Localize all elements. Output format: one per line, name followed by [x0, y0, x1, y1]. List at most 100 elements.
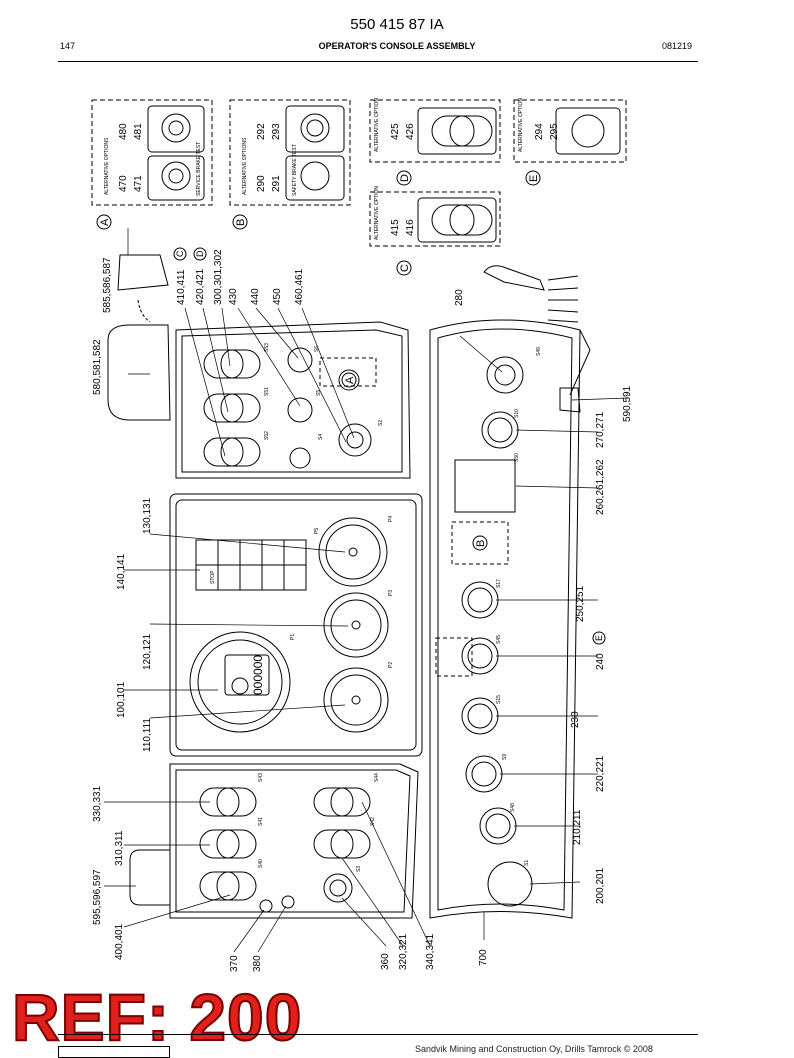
label-s51: S51 [264, 387, 270, 396]
service-brake-label: SERVICE BRAKE TEST [196, 142, 202, 196]
callout-120: 120,121 [142, 633, 153, 670]
label-p3: P3 [388, 590, 394, 596]
callout-580: 580,581,582 [92, 339, 103, 395]
upper-switch-panel [175, 321, 411, 479]
label-s45: S45 [496, 635, 502, 644]
callout-340: 340,341 [425, 933, 436, 970]
label-s43: S43 [258, 773, 264, 782]
label-s10: S10 [514, 409, 520, 418]
ref-stamp: REF: 200 [11, 980, 303, 1054]
option-b-292: 292 [256, 123, 267, 140]
label-s4: S4 [318, 434, 324, 440]
label-s49: S49 [536, 347, 542, 356]
label-s6: S6 [314, 346, 320, 352]
letter-a: A [99, 218, 111, 226]
callout-360: 360 [380, 953, 391, 970]
option-box-e [513, 99, 627, 163]
label-s44: S44 [374, 773, 380, 782]
letter-e-panel: E [594, 635, 604, 641]
label-p2: P2 [388, 662, 394, 668]
option-box-c [369, 191, 501, 247]
option-b-290: 290 [256, 175, 267, 192]
option-e-295: 295 [549, 123, 560, 140]
label-p1: P1 [290, 634, 296, 640]
callout-230: 230 [570, 711, 581, 728]
letter-d: D [399, 174, 411, 182]
callout-380: 380 [252, 955, 263, 972]
letter-d-top: D [195, 250, 205, 257]
label-s42: S42 [370, 817, 376, 826]
callout-440: 440 [250, 288, 261, 305]
callout-370: 370 [229, 955, 240, 972]
callout-400: 400,401 [114, 923, 125, 960]
label-s17: S17 [496, 579, 502, 588]
label-s9: S9 [502, 754, 508, 760]
callout-460: 460,461 [294, 268, 305, 305]
label-s3: S3 [356, 866, 362, 872]
label-s50: S50 [514, 453, 520, 462]
letter-b: B [235, 219, 247, 226]
callout-220: 220,221 [595, 755, 606, 792]
option-box-d [369, 99, 501, 163]
option-c-416: 416 [405, 219, 416, 236]
option-a-470: 470 [118, 175, 129, 192]
label-s53: S53 [264, 343, 270, 352]
callout-210: 210,211 [572, 809, 583, 845]
right-panel [429, 319, 581, 919]
option-box-b [229, 99, 351, 206]
label-s1: S1 [524, 860, 530, 866]
option-e-294: 294 [534, 123, 545, 140]
letter-a-panel: A [344, 376, 356, 384]
label-s5: S5 [316, 390, 322, 396]
option-d-425: 425 [390, 123, 401, 140]
alt-option-e: ALTERNATIVE OPTION [518, 98, 524, 152]
callout-590: 590,591 [622, 385, 633, 422]
option-box-a [91, 99, 213, 206]
option-a-481: 481 [133, 123, 144, 140]
alt-option-c: ALTERNATIVE OPTION [374, 186, 380, 240]
callout-430: 430 [228, 288, 239, 305]
callout-585: 585,586,587 [102, 257, 113, 313]
option-d-426: 426 [405, 123, 416, 140]
label-p5: P5 [314, 528, 320, 534]
callout-280: 280 [454, 289, 465, 306]
alt-option-d: ALTERNATIVE OPTION [374, 98, 380, 152]
label-stop: STOP [210, 570, 216, 584]
callout-110: 110,111 [142, 718, 153, 752]
callout-330: 330,331 [92, 785, 103, 822]
option-a-480: 480 [118, 123, 129, 140]
callout-450: 450 [272, 288, 283, 305]
page-title: OPERATOR'S CONSOLE ASSEMBLY [318, 41, 476, 51]
date-code: 081219 [662, 41, 693, 51]
alt-options-a: ALTERNATIVE OPTIONS [104, 137, 110, 195]
callout-310: 310,311 [114, 830, 125, 866]
alt-options-b: ALTERNATIVE OPTIONS [242, 137, 248, 195]
safety-brake-label: SAFETY BRAKE TEST [292, 144, 298, 196]
callout-420: 420,421 [195, 268, 206, 305]
hour-counter-display: 000000 [251, 655, 265, 695]
option-b-293: 293 [271, 123, 282, 140]
letter-c: C [399, 264, 411, 272]
callout-260: 260,261,262 [595, 459, 606, 515]
option-b-291: 291 [271, 175, 282, 192]
label-s2: S2 [378, 420, 384, 426]
callout-700: 700 [478, 949, 489, 966]
callout-595: 595,596,597 [92, 869, 103, 925]
document-number: 550 415 87 IA [350, 16, 444, 33]
letter-e: E [528, 175, 540, 182]
option-c-415: 415 [390, 219, 401, 236]
label-s15: S15 [496, 695, 502, 704]
callout-320: 320,321 [398, 933, 409, 970]
label-p4: P4 [388, 516, 394, 522]
callout-270: 270,271 [595, 411, 606, 448]
footer-rule [58, 1034, 698, 1035]
callout-130: 130,131 [142, 497, 153, 534]
label-s48: S48 [510, 803, 516, 812]
letter-c-top: C [175, 250, 185, 257]
instrument-panel [169, 493, 423, 757]
callout-240: 240 [595, 653, 606, 670]
callout-140: 140,141 [116, 553, 127, 590]
callout-100: 100,101 [116, 681, 127, 718]
callout-410: 410,411 [176, 269, 187, 305]
